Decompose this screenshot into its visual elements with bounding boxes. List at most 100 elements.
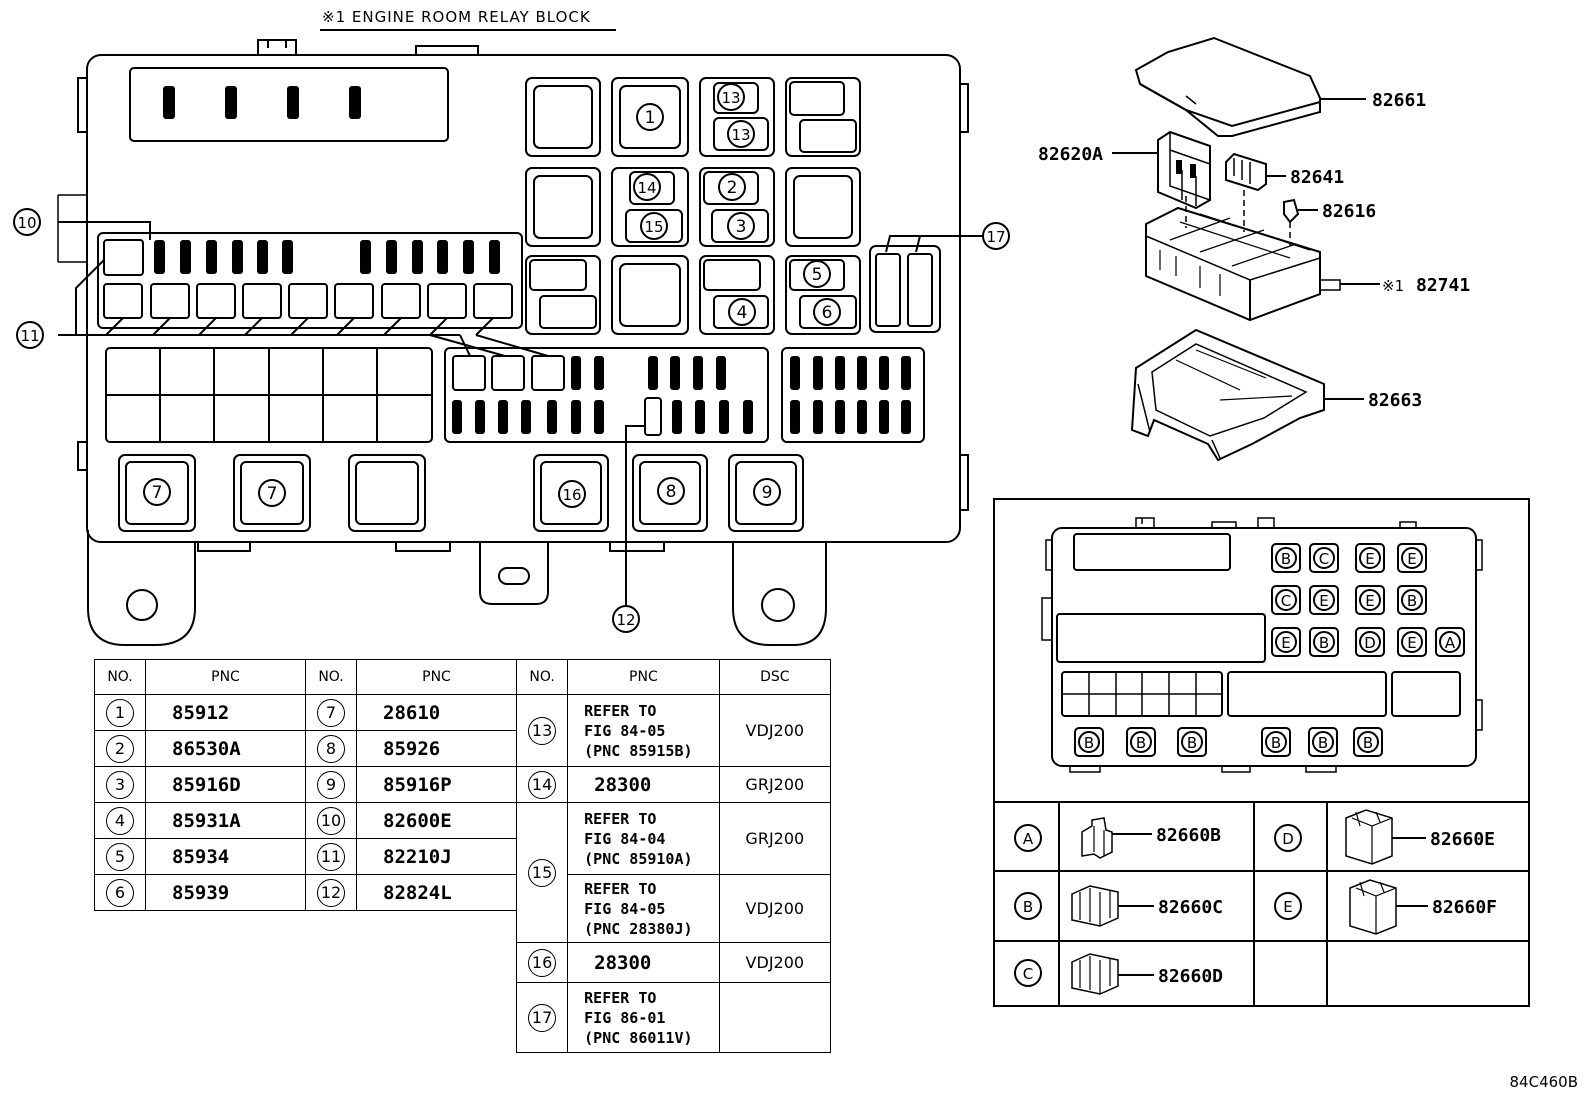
label-82660E: 82660E xyxy=(1430,829,1495,850)
slot-e-3: E xyxy=(1309,585,1339,615)
row-number-circle: 2 xyxy=(106,734,134,763)
pnc-line: (PNC 28380J) xyxy=(584,919,693,938)
slot-b-2: B xyxy=(1397,585,1427,615)
callout-13b: 13 xyxy=(727,120,755,148)
label-82663: 82663 xyxy=(1368,390,1422,411)
svg-text:4: 4 xyxy=(737,303,748,323)
label-82660B: 82660B xyxy=(1156,825,1221,846)
slot-b-9: B xyxy=(1353,727,1383,757)
row-number-circle: 13 xyxy=(528,716,557,745)
row-number-circle: 16 xyxy=(528,948,557,977)
legend-b: B 82660C xyxy=(1014,885,1223,927)
row-number: 9 xyxy=(305,766,357,803)
pnc-line: REFER TO xyxy=(584,879,657,898)
slot-e-4: E xyxy=(1355,585,1385,615)
header-pnc: PNC xyxy=(356,659,517,695)
callout-5: 5 xyxy=(803,260,831,288)
svg-text:A: A xyxy=(1023,830,1034,848)
mark-reference: ※1 xyxy=(1382,277,1404,295)
callout-12: 12 xyxy=(612,605,640,633)
slot-e-5: E xyxy=(1271,627,1301,657)
slot-b-8: B xyxy=(1308,727,1338,757)
label-82620A: 82620A xyxy=(1038,144,1103,165)
svg-text:B: B xyxy=(1281,550,1291,568)
row-pnc: 85934 xyxy=(145,838,306,875)
callout-11: 11 xyxy=(16,321,44,349)
callout-6: 6 xyxy=(813,298,841,326)
callout-14: 14 xyxy=(633,173,661,201)
pnc-line: (PNC 85915B) xyxy=(584,741,693,760)
slot-e-6: E xyxy=(1397,627,1427,657)
svg-text:A: A xyxy=(1445,634,1456,652)
svg-text:3: 3 xyxy=(736,217,747,237)
pnc-line: (PNC 86011V) xyxy=(584,1028,693,1047)
row-dsc: GRJ200 xyxy=(718,766,832,803)
callout-16: 16 xyxy=(558,480,586,508)
row-number-circle: 7 xyxy=(317,698,345,727)
inset-panel: B C E E C E E B E B D E A B B B B B B A xyxy=(993,498,1530,1007)
row-pnc: 28300 xyxy=(567,766,720,803)
slot-c-2: C xyxy=(1271,585,1301,615)
legend-c: C 82660D xyxy=(1014,953,1223,995)
svg-text:B: B xyxy=(1318,734,1328,752)
fuse-illustration xyxy=(1283,198,1300,224)
row-number: 4 xyxy=(94,802,146,839)
row-number: 13 xyxy=(515,694,569,767)
header-pnc: PNC xyxy=(145,659,306,695)
diagram-title: ※1 ENGINE ROOM RELAY BLOCK xyxy=(322,8,591,26)
row-number-circle: 14 xyxy=(528,770,557,799)
slot-b-4: B xyxy=(1074,727,1104,757)
pnc-line: FIG 84-04 xyxy=(584,829,666,848)
pnc-line: REFER TO xyxy=(584,701,657,720)
header-no: NO. xyxy=(305,659,357,695)
header-no: NO. xyxy=(94,659,146,695)
label-82616: 82616 xyxy=(1322,201,1376,222)
row-number-circle: 15 xyxy=(528,858,557,887)
callout-10: 10 xyxy=(13,208,41,236)
pnc-line: REFER TO xyxy=(584,809,657,828)
row-pnc: 28300 xyxy=(567,942,720,983)
row-pnc: 85916P xyxy=(356,766,517,803)
callout-3: 3 xyxy=(727,212,755,240)
label-82641: 82641 xyxy=(1290,167,1344,188)
svg-text:15: 15 xyxy=(644,218,663,236)
svg-text:C: C xyxy=(1023,965,1033,983)
slot-e-1: E xyxy=(1355,543,1385,573)
row-number: 14 xyxy=(515,766,569,803)
relay-illustration xyxy=(1225,152,1267,192)
slot-d-1: D xyxy=(1355,627,1385,657)
svg-text:16: 16 xyxy=(562,486,581,504)
row-number-circle: 8 xyxy=(317,734,345,763)
svg-text:E: E xyxy=(1365,550,1374,568)
svg-text:7: 7 xyxy=(267,484,278,504)
svg-text:E: E xyxy=(1281,634,1290,652)
row-number-circle: 12 xyxy=(317,878,345,907)
svg-text:B: B xyxy=(1363,734,1373,752)
row-number: 6 xyxy=(94,874,146,911)
pnc-line: FIG 84-05 xyxy=(584,899,666,918)
svg-text:10: 10 xyxy=(17,214,36,232)
callout-2: 2 xyxy=(718,173,746,201)
slot-e-2: E xyxy=(1397,543,1427,573)
callout-1: 1 xyxy=(636,103,664,131)
svg-text:14: 14 xyxy=(637,179,656,197)
row-number: 2 xyxy=(94,730,146,767)
row-pnc: 82600E xyxy=(356,802,517,839)
svg-text:C: C xyxy=(1319,550,1329,568)
svg-text:13: 13 xyxy=(731,126,750,144)
